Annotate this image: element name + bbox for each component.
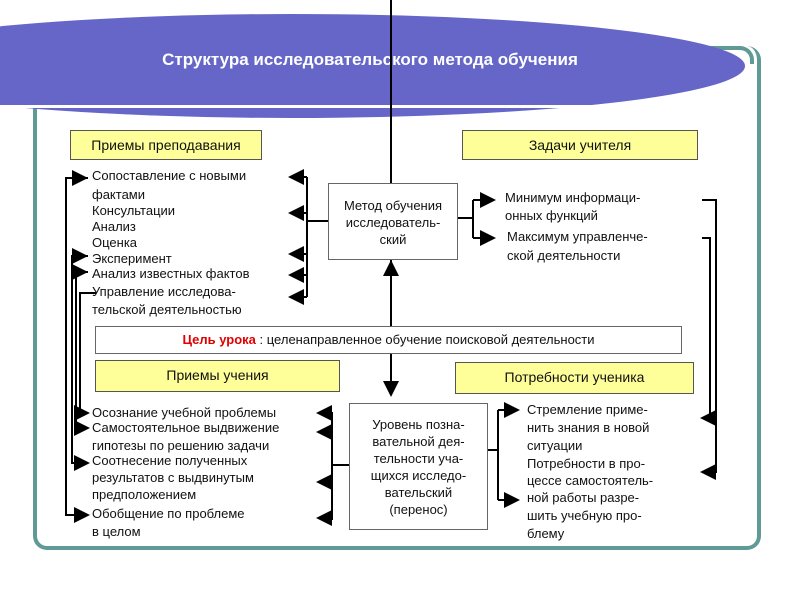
teaching-item: Сопоставление с новыми [92, 168, 247, 183]
learning-item: гипотезы по решению задачи [92, 438, 270, 453]
learning-item: Самостоятельное выдвижение [92, 420, 280, 435]
teaching-item: Анализ известных фактов [92, 266, 250, 281]
goal-text: : целенаправленное обучение поисковой де… [255, 332, 595, 347]
learning-item: Соотнесение полученных [92, 453, 248, 468]
slide-frame [33, 46, 761, 550]
level-line: вательский [384, 485, 453, 500]
method-line: ский [379, 232, 407, 247]
goal-label: Цель урока [182, 332, 256, 347]
need-item: Потребности в про- [527, 456, 646, 471]
task-item: онных функций [505, 208, 598, 223]
learning-item: результатов с выдвинутым [92, 470, 254, 485]
student-needs-header: Потребности ученика [455, 362, 694, 394]
level-line: вательной дея- [372, 434, 465, 449]
need-item: цессе самостоятель- [527, 473, 654, 488]
need-item: ной работы разре- [527, 490, 640, 505]
task-item: Максимум управленче- [507, 229, 648, 244]
teaching-item: фактами [92, 187, 145, 202]
level-line: щихся исследо- [370, 468, 467, 483]
need-item: блему [527, 526, 565, 541]
teaching-item: Эксперимент [92, 251, 172, 266]
slide-title: Структура исследовательского метода обуч… [162, 50, 578, 69]
learning-item: в целом [92, 524, 141, 539]
teaching-item: тельской деятельностью [92, 302, 242, 317]
method-line: исследователь- [345, 215, 441, 230]
lesson-goal: Цель урока : целенаправленное обучение п… [95, 326, 682, 354]
teaching-item: Анализ [92, 219, 136, 234]
task-item: ской деятельности [507, 248, 621, 263]
level-box: Уровень позна- вательной дея- тельности … [349, 403, 488, 530]
level-line: Уровень позна- [372, 417, 465, 432]
level-line: (перенос) [389, 502, 448, 517]
teaching-item: Консультации [92, 203, 176, 218]
learning-item: предположением [92, 487, 197, 502]
need-item: Стремление приме- [527, 402, 648, 417]
title-banner [0, 14, 745, 118]
need-item: шить учебную про- [527, 508, 642, 523]
learning-item: Осознание учебной проблемы [92, 405, 277, 420]
teaching-item: Оценка [92, 235, 138, 250]
learning-methods-header: Приемы учения [95, 360, 340, 392]
teacher-tasks-header: Задачи учителя [462, 130, 698, 160]
learning-item: Обобщение по проблеме [92, 506, 245, 521]
slide-frame-corner [700, 46, 754, 64]
teaching-item: Управление исследова- [92, 284, 236, 299]
method-line: Метод обучения [343, 198, 443, 213]
need-item: нить знания в новой [527, 420, 650, 435]
need-item: ситуации [527, 438, 583, 453]
task-item: Минимум информаци- [505, 190, 641, 205]
banner-divider [0, 105, 720, 108]
level-line: тельности уча- [373, 451, 464, 466]
teaching-methods-header: Приемы преподавания [70, 130, 262, 160]
method-box: Метод обучения исследователь- ский [328, 183, 458, 260]
